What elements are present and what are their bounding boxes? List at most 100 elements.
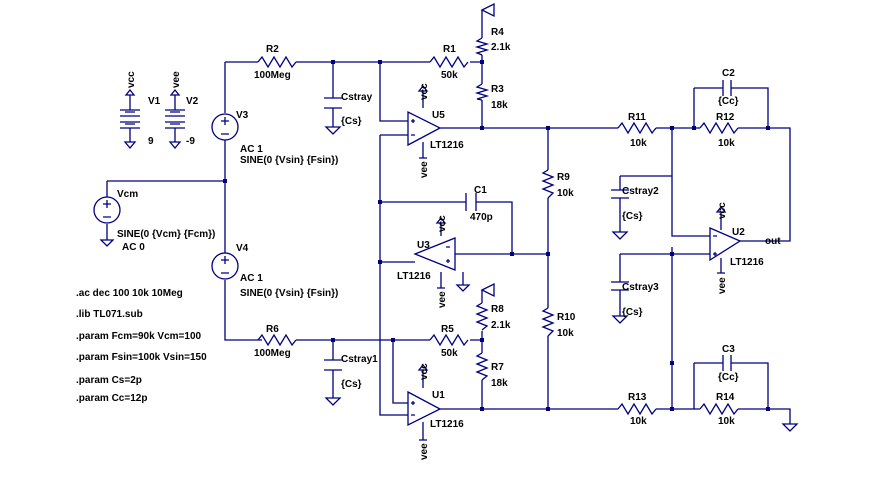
- u3-vee-label: vee: [437, 291, 448, 308]
- r9-value: 10k: [557, 188, 574, 199]
- cstray3-value: {Cs}: [622, 307, 643, 318]
- cstray3-name: Cstray3: [622, 282, 659, 293]
- c3-name: C3: [722, 344, 735, 355]
- u1-part: LT1216: [430, 419, 464, 430]
- u3-vcc-label: vcc: [437, 215, 448, 232]
- u5-vee-label: vee: [419, 161, 430, 178]
- cstray-value: {Cs}: [341, 116, 362, 127]
- v4-ac: AC 1: [240, 273, 263, 284]
- r14-value: 10k: [718, 416, 735, 427]
- u1-vcc-label: vcc: [419, 363, 430, 380]
- cstray-name: Cstray: [341, 92, 373, 103]
- r2-name: R2: [266, 44, 279, 55]
- r7-name: R7: [491, 362, 504, 373]
- cstray1-name: Cstray1: [341, 354, 378, 365]
- r3-name: R3: [491, 84, 504, 95]
- capacitor-cstray1: [324, 359, 342, 378]
- resistor-r3: [474, 83, 490, 101]
- battery-v1: [120, 109, 140, 129]
- u3-part: LT1216: [397, 271, 431, 282]
- r1-value: 50k: [441, 70, 458, 81]
- v4-value: SINE(0 {Vsin} {Fsin}): [240, 288, 338, 299]
- u2-part: LT1216: [730, 257, 764, 268]
- spice-directives: .ac dec 100 10k 10Meg .lib TL071.sub .pa…: [76, 288, 207, 404]
- v1-value: 9: [148, 136, 154, 147]
- opamp-u2: [700, 227, 742, 262]
- r13-name: R13: [628, 392, 647, 403]
- resistor-r4: [474, 37, 490, 56]
- r10-value: 10k: [557, 328, 574, 339]
- resistor-r11: [617, 121, 657, 135]
- c2-value: {Cc}: [718, 96, 739, 107]
- r10-name: R10: [557, 312, 576, 323]
- c1-name: C1: [474, 185, 487, 196]
- r1-name: R1: [443, 44, 456, 55]
- voltage-source-vcm: [93, 196, 121, 224]
- resistor-r5: [429, 333, 469, 347]
- v2-vee-label: vee: [171, 71, 182, 88]
- cstray1-value: {Cs}: [341, 379, 362, 390]
- resistor-r14: [699, 402, 739, 416]
- capacitor-c2: [722, 80, 741, 96]
- c1-value: 470p: [470, 212, 493, 223]
- u3-name: U3: [417, 240, 430, 251]
- directive-param-fsin: .param Fsin=100k Vsin=150: [76, 352, 207, 363]
- v1-name: V1: [148, 96, 161, 107]
- battery-v2: [165, 109, 185, 129]
- r12-name: R12: [716, 112, 735, 123]
- cstray2-value: {Cs}: [622, 211, 643, 222]
- r8-name: R8: [491, 304, 504, 315]
- c3-value: {Cc}: [718, 372, 739, 383]
- r5-value: 50k: [441, 348, 458, 359]
- vcm-value: SINE(0 {Vcm} {Fcm}): [117, 229, 215, 240]
- r7-value: 18k: [491, 378, 508, 389]
- directive-ac: .ac dec 100 10k 10Meg: [76, 288, 183, 299]
- cstray2-name: Cstray2: [622, 186, 659, 197]
- u2-name: U2: [732, 227, 745, 238]
- resistor-r10: [541, 307, 555, 337]
- directive-lib: .lib TL071.sub: [76, 309, 143, 320]
- capacitor-c3: [722, 355, 741, 371]
- r4-value: 2.1k: [491, 42, 511, 53]
- u1-name: U1: [432, 390, 445, 401]
- r5-name: R5: [441, 324, 454, 335]
- resistor-r9: [541, 169, 555, 199]
- r12-value: 10k: [718, 138, 735, 149]
- r13-value: 10k: [630, 416, 647, 427]
- capacitor-cstray: [324, 97, 342, 109]
- voltage-source-v3: [211, 113, 239, 141]
- component-labels: R2 100Meg R1 50k R4 2.1k R3 18k Cstray {…: [117, 27, 781, 430]
- r11-name: R11: [628, 112, 646, 123]
- u2-vcc-label: vcc: [717, 202, 728, 219]
- r11-value: 10k: [630, 138, 647, 149]
- opamp-u1: [398, 390, 442, 427]
- resistor-r2: [257, 55, 297, 69]
- v3-name: V3: [236, 110, 249, 121]
- v3-value: SINE(0 {Vsin} {Fsin}): [240, 155, 338, 166]
- resistor-r12: [699, 121, 739, 135]
- u1-vee-label: vee: [419, 443, 430, 460]
- c2-name: C2: [722, 68, 735, 79]
- u5-vcc-label: vcc: [419, 83, 430, 100]
- wires: [106, 28, 791, 440]
- r14-name: R14: [716, 392, 735, 403]
- v3-ac: AC 1: [240, 144, 263, 155]
- v2-value: -9: [186, 136, 195, 147]
- resistor-r7: [475, 352, 489, 381]
- r6-value: 100Meg: [254, 348, 291, 359]
- r9-name: R9: [557, 172, 570, 183]
- junction-dots: [223, 60, 770, 411]
- capacitor-c1: [465, 193, 486, 211]
- capacitor-cstray3: [611, 281, 629, 300]
- r4-name: R4: [491, 27, 504, 38]
- opamp-u3: [413, 237, 456, 271]
- r3-value: 18k: [491, 100, 508, 111]
- directive-param-cs: .param Cs=2p: [76, 375, 142, 386]
- v4-name: V4: [236, 243, 249, 254]
- resistor-r8: [475, 302, 489, 331]
- u5-part: LT1216: [430, 140, 464, 151]
- r2-value: 100Meg: [254, 70, 291, 81]
- supply-flags: [124, 84, 727, 441]
- supply-net-labels: vcc vee vcc vee vcc vee vcc vee vcc vee: [126, 71, 728, 460]
- directive-param-cc: .param Cc=12p: [76, 393, 147, 404]
